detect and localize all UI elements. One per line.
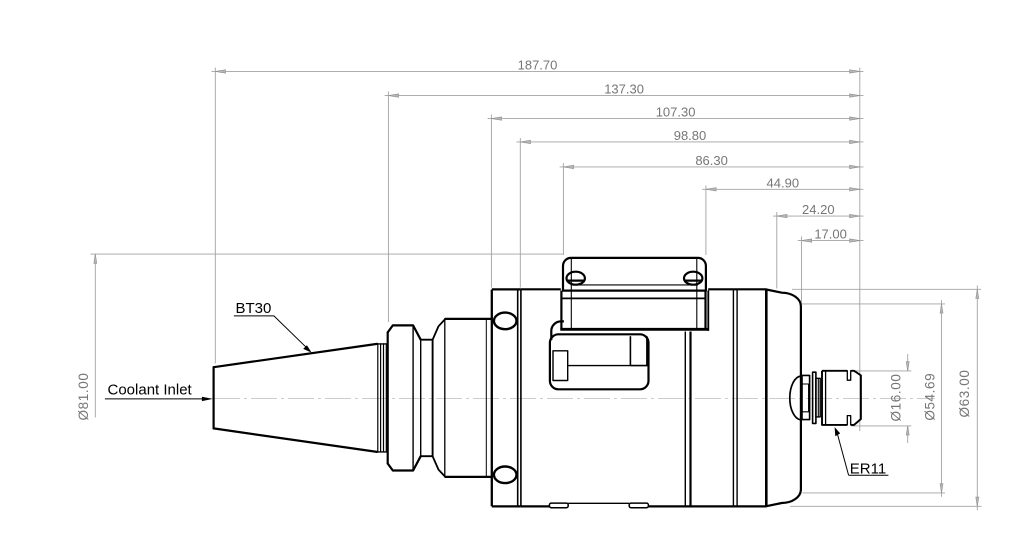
svg-text:Ø54.69: Ø54.69: [923, 373, 938, 421]
svg-text:Ø81.00: Ø81.00: [76, 373, 91, 421]
svg-text:98.80: 98.80: [674, 128, 707, 143]
svg-text:BT30: BT30: [236, 300, 272, 317]
svg-text:137.30: 137.30: [604, 82, 644, 97]
svg-text:Ø16.00: Ø16.00: [888, 374, 903, 422]
svg-text:44.90: 44.90: [767, 175, 800, 190]
svg-text:17.00: 17.00: [814, 227, 847, 242]
svg-text:Coolant Inlet: Coolant Inlet: [108, 382, 193, 399]
svg-text:Ø63.00: Ø63.00: [957, 370, 972, 418]
svg-text:ER11: ER11: [850, 461, 886, 478]
svg-text:107.30: 107.30: [656, 105, 696, 120]
svg-text:24.20: 24.20: [802, 202, 835, 217]
svg-text:187.70: 187.70: [518, 57, 558, 72]
svg-text:86.30: 86.30: [695, 153, 728, 168]
